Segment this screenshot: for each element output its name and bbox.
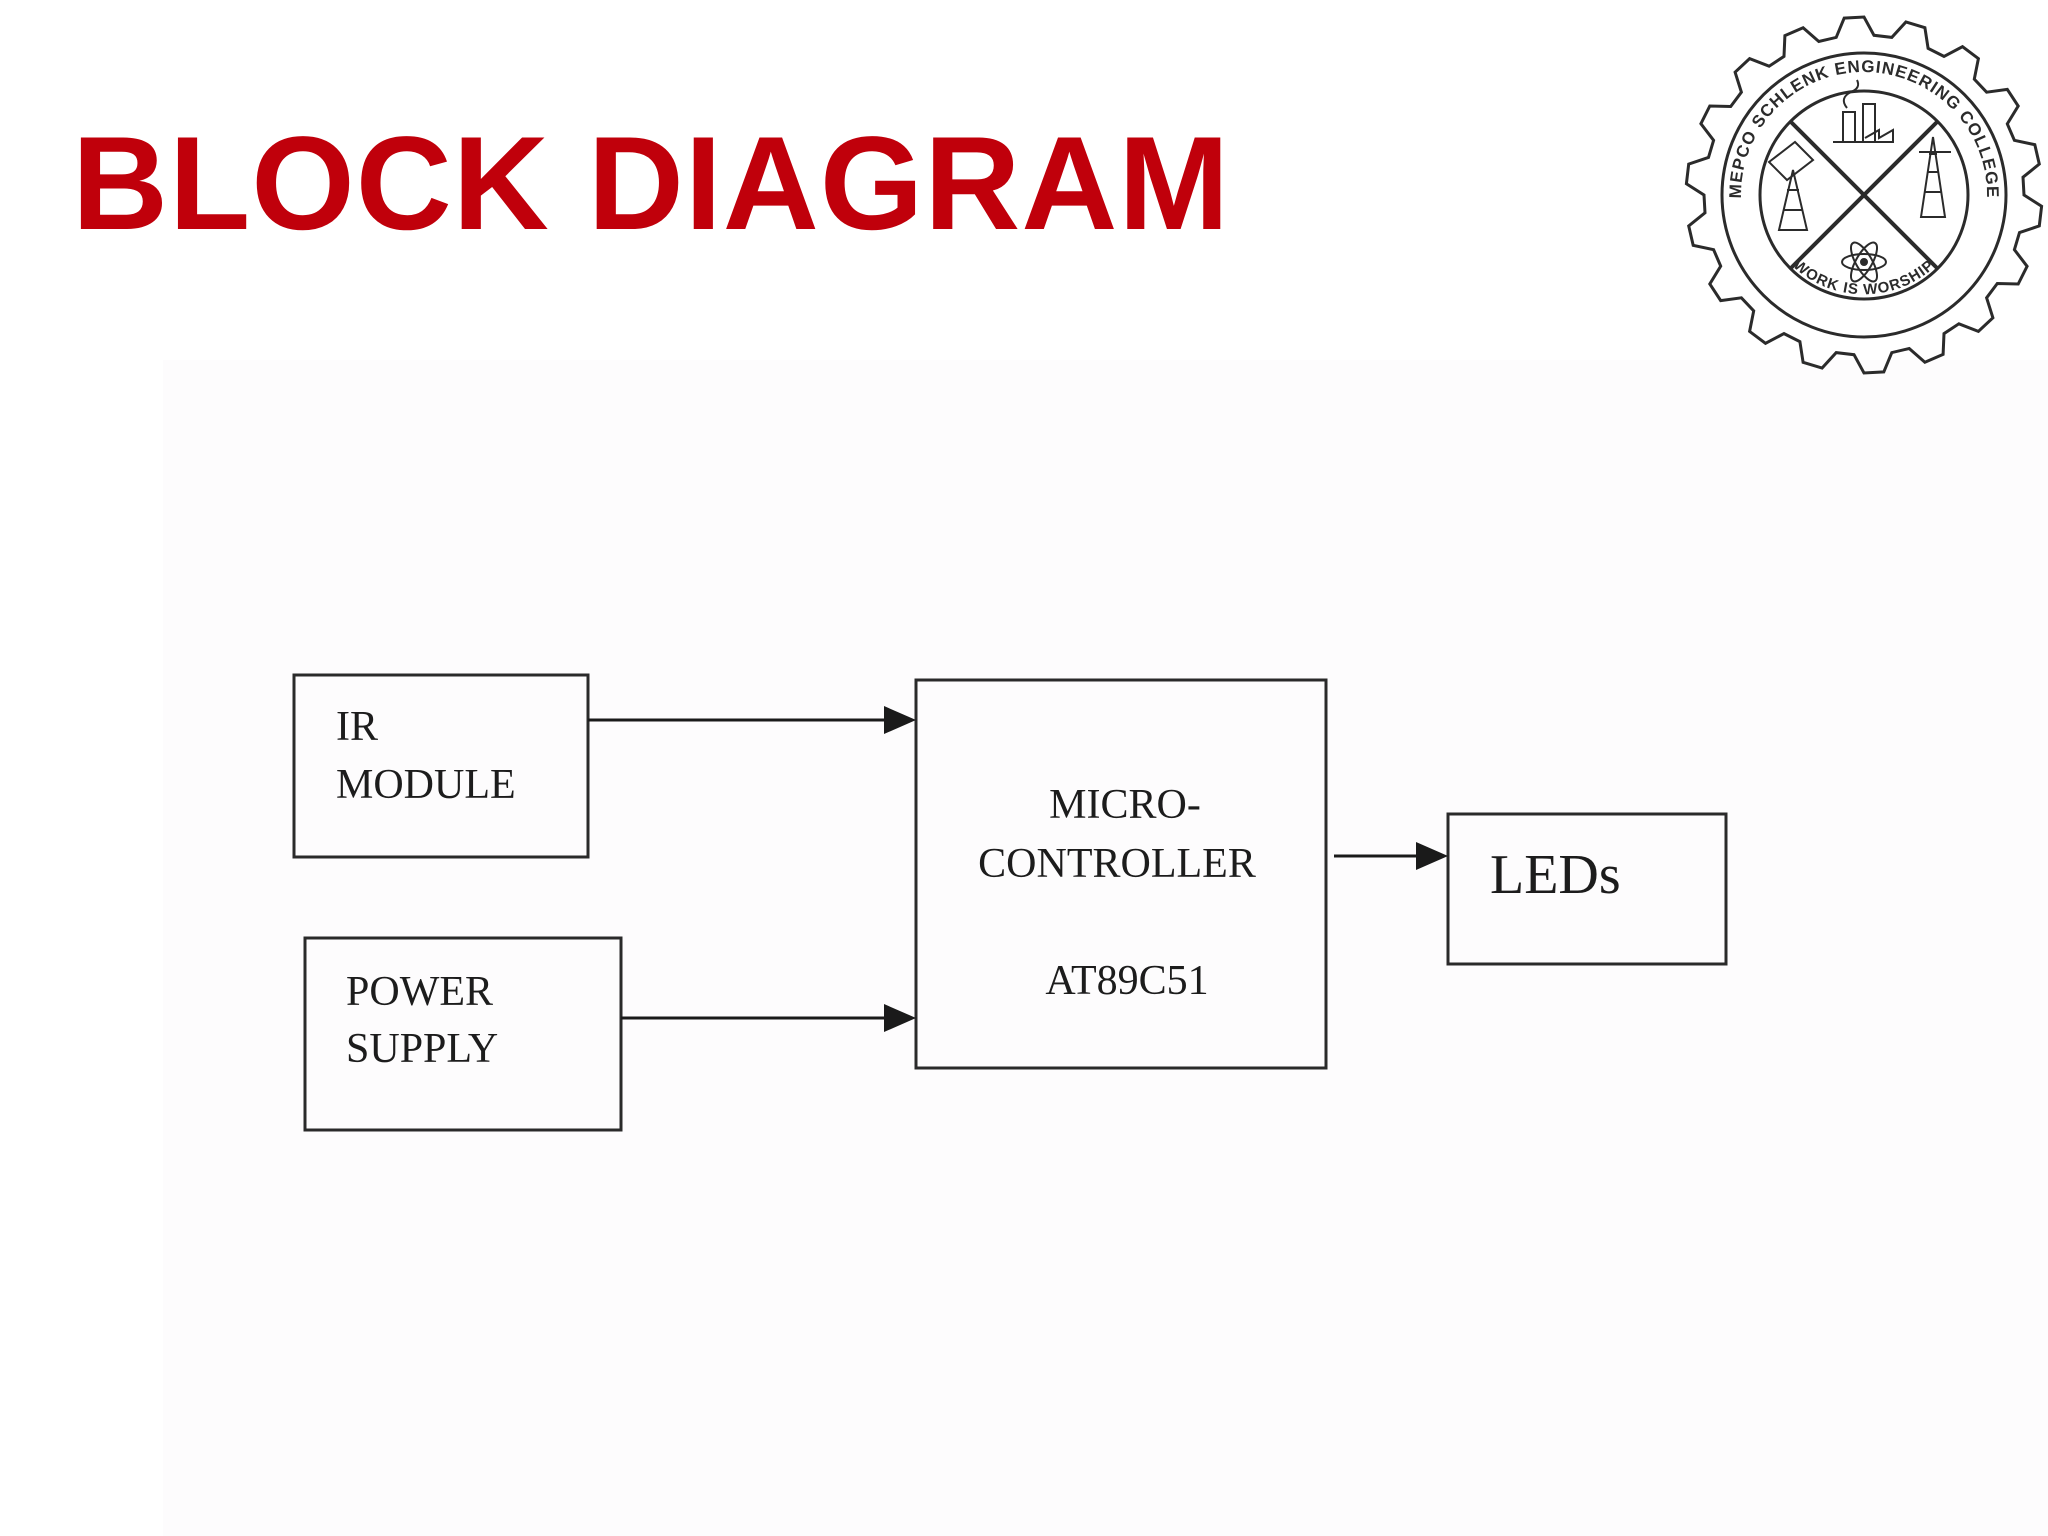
leds-label: LEDs [1490, 844, 1621, 906]
arrow-power-to-microcontroller [621, 1004, 916, 1032]
ir-module-label-line2: MODULE [336, 762, 516, 808]
arrow-microcontroller-to-leds [1334, 842, 1448, 870]
diagram-background-panel [163, 360, 2048, 1536]
microcontroller-label-line1: MICRO- [1049, 782, 1201, 828]
microcontroller-label-line3: AT89C51 [1045, 958, 1208, 1004]
leds-block: LEDs [1446, 812, 1728, 966]
power-supply-block: POWER SUPPLY [303, 936, 623, 1132]
power-supply-label-line2: SUPPLY [346, 1026, 498, 1072]
microcontroller-block: MICRO- CONTROLLER AT89C51 [914, 678, 1328, 1070]
power-supply-label-line1: POWER [346, 969, 493, 1015]
slide-title: BLOCK DIAGRAM [72, 110, 1231, 258]
ir-module-label-line1: IR [336, 704, 378, 750]
ir-module-block: IR MODULE [292, 673, 590, 859]
college-gear-emblem-icon: MEPCO SCHLENK ENGINEERING COLLEGE WORK I… [1684, 15, 2044, 375]
arrow-ir-to-microcontroller [588, 706, 916, 734]
microcontroller-label-line2: CONTROLLER [978, 841, 1256, 887]
